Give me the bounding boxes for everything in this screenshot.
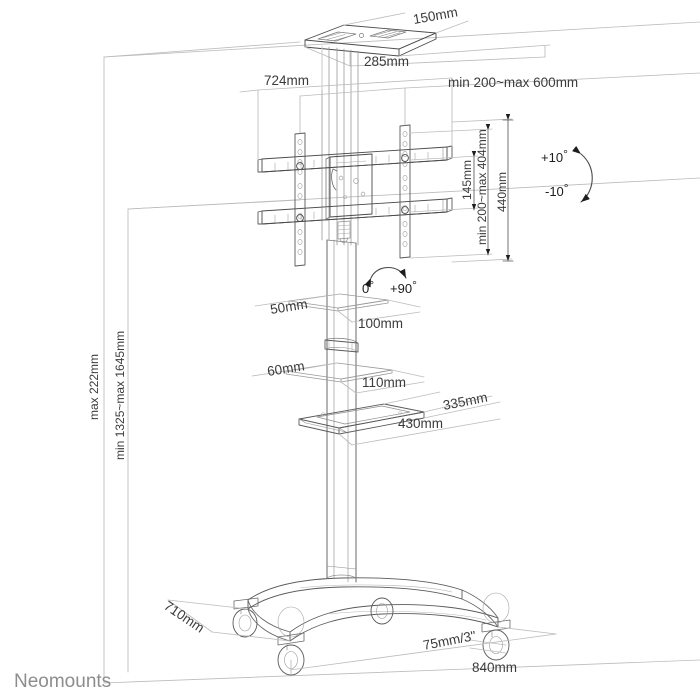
rotate-max-value: +90 xyxy=(390,281,412,296)
top-mount-plate xyxy=(304,24,437,57)
dimension-camera-shelf-depth: 50mm xyxy=(269,296,308,317)
caster-wheel xyxy=(232,592,511,676)
svg-text:+10°: +10° xyxy=(541,147,568,165)
svg-text:-10°: -10° xyxy=(545,181,569,199)
dimension-vesa-rail-spacing: 145mm xyxy=(460,160,474,200)
av-shelf-leaders xyxy=(338,391,501,446)
rotate-angle-labels: 0° +90° xyxy=(362,278,417,296)
svg-text:+90°: +90° xyxy=(390,278,417,296)
vertical-dimension-bars xyxy=(471,114,514,262)
tilt-down-degree-symbol: ° xyxy=(564,181,569,195)
tilt-up-degree-symbol: ° xyxy=(563,147,568,161)
rotate-min-value: 0 xyxy=(362,281,369,296)
tilt-angle-labels: +10° -10° xyxy=(541,147,569,199)
tilt-down-value: -10 xyxy=(545,184,564,199)
upright-column xyxy=(321,45,359,583)
dimension-mid-shelf-width: 110mm xyxy=(362,375,406,390)
dimension-caster-size: 75mm/3" xyxy=(422,628,478,653)
bracket-dimension-leaders xyxy=(239,45,700,263)
svg-text:0°: 0° xyxy=(362,278,374,296)
dimension-frame xyxy=(103,21,700,684)
rotate-min-degree-symbol: ° xyxy=(369,278,374,292)
base-dimension-leaders xyxy=(167,599,557,676)
tv-mount-bracket xyxy=(257,124,453,267)
tilt-arc-icon xyxy=(572,145,593,203)
dimension-total-depth: max 222mm xyxy=(87,354,101,420)
dimension-total-height-range: min 1325~max 1645mm xyxy=(113,331,127,460)
dimension-top-plate-depth: 150mm xyxy=(412,4,459,27)
dimension-top-plate-width: 285mm xyxy=(364,54,409,69)
dimension-vesa-width-range: min 200~max 600mm xyxy=(448,75,578,90)
dimension-base-width: 840mm xyxy=(472,660,517,675)
dimension-bracket-width: 724mm xyxy=(264,73,309,88)
camera-shelf-leaders xyxy=(254,293,421,323)
tilt-up-value: +10 xyxy=(541,150,563,165)
base-frame xyxy=(247,574,499,642)
dimension-mid-shelf-depth: 60mm xyxy=(266,358,305,379)
top-plate-dimension-leaders xyxy=(304,12,551,67)
dimension-vesa-height-range: min 200~max 404mm xyxy=(475,129,489,245)
rotate-arc-icon xyxy=(364,266,407,288)
brand-logo: Neomounts xyxy=(14,671,111,692)
dimension-bracket-height: 440mm xyxy=(495,172,509,212)
dimension-camera-shelf-width: 100mm xyxy=(358,316,403,331)
mid-shelf-leaders xyxy=(251,362,425,394)
dimension-av-shelf-width: 430mm xyxy=(398,416,443,431)
rotate-max-degree-symbol: ° xyxy=(412,278,417,292)
